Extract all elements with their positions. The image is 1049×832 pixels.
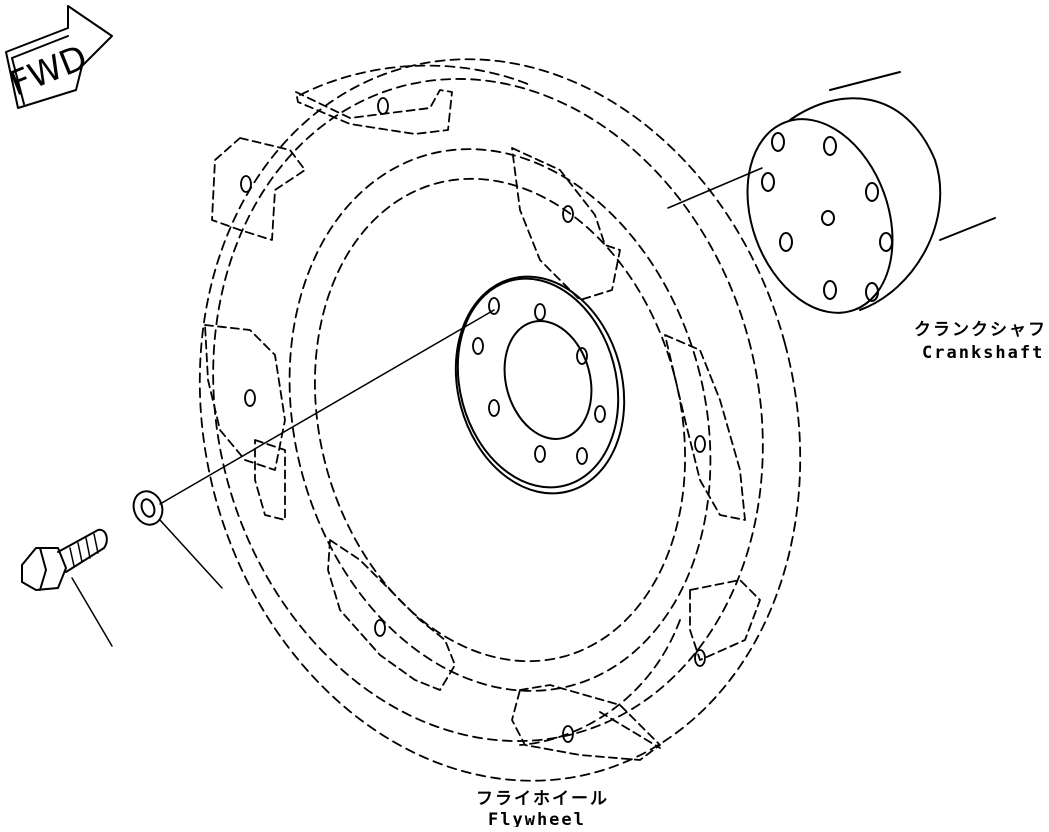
flywheel-label-jp: フライホイール xyxy=(476,789,609,809)
bolt xyxy=(21,528,113,647)
washer xyxy=(132,490,223,589)
crankshaft-label-en: Crankshaft xyxy=(922,343,1044,363)
flywheel-label-en: Flywheel xyxy=(488,810,586,827)
crankshaft-label-jp: クランクシャフト xyxy=(914,320,1049,340)
flywheel-hub xyxy=(454,275,626,495)
drive-lugs xyxy=(204,89,761,761)
flywheel-callout: フライホイール Flywheel xyxy=(476,789,609,830)
flywheel xyxy=(159,58,802,782)
crankshaft xyxy=(667,71,996,314)
lug-holes xyxy=(240,97,706,743)
fwd-arrow: FWD xyxy=(4,5,113,109)
crankshaft-callout: クランクシャフト Crankshaft xyxy=(914,320,1049,363)
